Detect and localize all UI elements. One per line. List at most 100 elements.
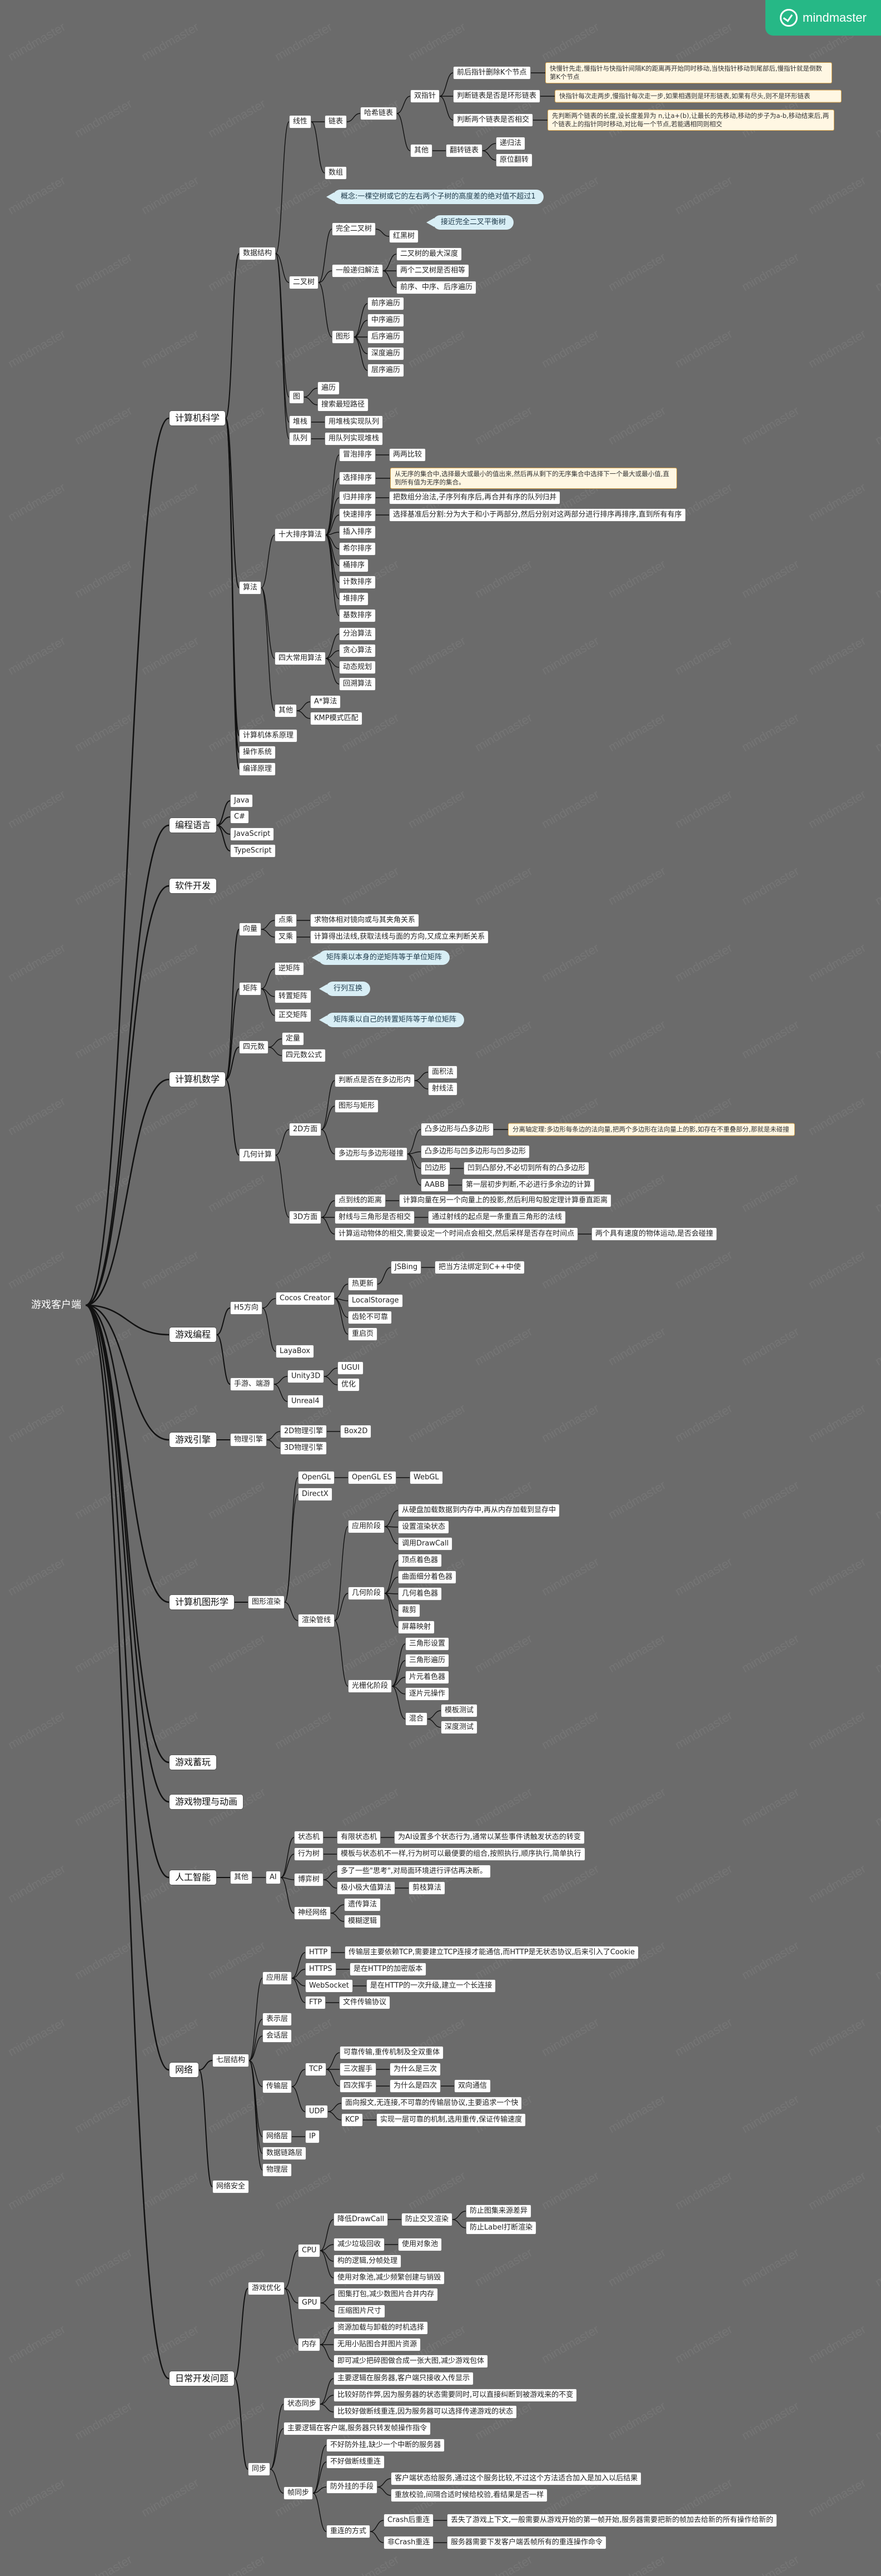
topic-node[interactable]: 网络安全 [212,2180,250,2193]
topic-node[interactable]: 齿轮不可靠 [348,1311,392,1324]
topic-node[interactable]: 两个二叉树是否相等 [396,264,470,278]
topic-node[interactable]: 表示层 [262,2013,292,2026]
topic-node[interactable]: 第一层初步判断,不必进行多余边的计算 [462,1178,595,1192]
topic-node[interactable]: 中序遍历 [367,314,405,327]
topic-node[interactable]: 调用DrawCall [398,1537,453,1550]
topic-node[interactable]: 其他 [275,704,297,717]
topic-node[interactable]: 链表 [325,115,347,128]
topic-node[interactable]: 其他 [230,1871,253,1884]
topic-node[interactable]: 会话层 [262,2029,292,2043]
topic-node[interactable]: 人工智能 [169,1870,217,1885]
topic-node[interactable]: 帧同步 [283,2486,313,2500]
topic-node[interactable]: 三角形遍历 [405,1654,450,1667]
topic-node[interactable]: 2D方面 [289,1123,322,1136]
topic-node[interactable]: 四元数 [239,1041,269,1054]
topic-node[interactable]: 用队列实现堆栈 [325,432,384,445]
topic-node[interactable]: 堆排序 [339,592,369,606]
topic-node[interactable]: 递归法 [496,137,526,150]
topic-node[interactable]: GPU [298,2296,321,2310]
topic-node[interactable]: 数据结构 [239,247,276,260]
topic-node[interactable]: 优化 [337,1378,360,1391]
topic-node[interactable]: 四元数公式 [282,1049,326,1062]
topic-node[interactable]: AI [266,1871,281,1884]
topic-node[interactable]: 是在HTTP的一次升级,建立一个长连接 [366,1979,496,1993]
topic-node[interactable]: 把当方法绑定到C++中使 [435,1261,525,1274]
topic-node[interactable]: 后序遍历 [367,330,405,344]
topic-node[interactable]: 减少垃圾回收 [334,2238,385,2251]
topic-node[interactable]: 不好做断线重连 [326,2455,385,2469]
topic-node[interactable]: 凹边形 [421,1162,451,1175]
topic-node[interactable]: 二叉树的最大深度 [396,247,462,261]
topic-node[interactable]: 比较好做断线重连,因为服务器可以选择传递游戏的状态 [334,2405,517,2419]
topic-node[interactable]: 可靠传输,重传机制及全双重体 [340,2046,444,2059]
topic-node[interactable]: UDP [305,2105,328,2118]
topic-node[interactable]: 图形与矩形 [335,1099,379,1113]
topic-node[interactable]: 两个具有速度的物体运动,是否会碰撞 [591,1227,718,1241]
topic-node[interactable]: JavaScript [230,828,275,841]
topic-node[interactable]: 插入排序 [339,526,376,539]
topic-node[interactable]: 应用层 [262,1971,292,1985]
topic-node[interactable]: AABB [421,1178,449,1192]
topic-node[interactable]: 堆栈 [289,415,312,429]
topic-node[interactable]: 顶点着色器 [398,1554,442,1567]
topic-node[interactable]: 数据链路层 [262,2147,307,2160]
topic-node[interactable]: 状态机 [294,1831,324,1844]
topic-node[interactable]: 操作系统 [239,746,276,759]
brand-badge[interactable]: mindmaster [765,0,881,36]
topic-node[interactable]: 三角形设置 [405,1637,450,1651]
topic-node[interactable]: Crash后重连 [384,2514,434,2527]
root-topic[interactable]: 游戏客户端 [31,1299,81,1311]
topic-node[interactable]: 物理层 [262,2163,292,2177]
topic-node[interactable]: 十大排序算法 [275,528,326,542]
topic-node[interactable]: 裁剪 [398,1604,421,1617]
topic-node[interactable]: 正交矩阵 [275,1009,312,1022]
topic-node[interactable]: 网络 [169,2062,200,2078]
callout-bubble[interactable]: 行列互换 [318,982,371,996]
topic-node[interactable]: 传输层 [262,2080,292,2093]
topic-node[interactable]: 计算机数学 [169,1072,226,1087]
topic-node[interactable]: 双向通信 [454,2079,491,2093]
topic-node[interactable]: 向量 [239,923,262,936]
topic-node[interactable]: 防外挂的手段 [326,2480,378,2494]
topic-node[interactable]: 图形渲染 [248,1596,285,1609]
topic-node[interactable]: 桶排序 [339,559,369,572]
topic-node[interactable]: 剪枝算法 [409,1881,446,1895]
topic-node[interactable]: 点到线的距离 [335,1194,386,1207]
topic-node[interactable]: 丢失了游戏上下文,一般需要从游戏开始的第一帧开始,服务器需要把新的帧加去给新的所… [447,2514,778,2527]
topic-node[interactable]: 数组 [325,166,347,180]
topic-node[interactable]: 物理引擎 [230,1433,267,1446]
topic-note[interactable]: 先判断两个链表的长度,设长度差异为 n,让a+(b),让最长的先移动,移动的步子… [547,110,834,131]
topic-node[interactable]: OpenGL ES [348,1471,396,1484]
topic-node[interactable]: 状态同步 [283,2397,321,2411]
topic-node[interactable]: 选择排序 [339,472,376,485]
topic-node[interactable]: 判断点是否在多边形内 [335,1074,415,1087]
topic-note[interactable]: 快慢针先走,慢指针与快指针间隔K的距离再开始同时移动,当快指针移动到尾部后,慢指… [545,62,832,83]
topic-node[interactable]: WebGL [410,1471,443,1484]
topic-note[interactable]: 快指针每次走两步,慢指针每次走一步,如果相遇则是环形链表,如果有尽头,则不是环形… [555,90,842,103]
topic-node[interactable]: 游戏编程 [169,1327,217,1343]
topic-node[interactable]: 深度遍历 [367,347,405,360]
topic-node[interactable]: 遍历 [317,382,340,395]
topic-node[interactable]: 面向报文,无连接,不可靠的传输层协议,主要追求一个快 [341,2097,522,2110]
topic-node[interactable]: 资源加载与卸载的时机选择 [334,2321,429,2335]
topic-node[interactable]: LocalStorage [348,1294,403,1307]
topic-node[interactable]: 多了一些"思考",对局面环境进行评估再决断。 [337,1865,491,1878]
topic-node[interactable]: 3D方面 [289,1211,322,1224]
topic-node[interactable]: 回溯算法 [339,677,376,691]
topic-node[interactable]: 判断链表是否是环形链表 [453,90,541,103]
topic-node[interactable]: 几何阶段 [348,1587,385,1600]
topic-node[interactable]: 有限状态机 [337,1831,381,1844]
topic-node[interactable]: 层序遍历 [367,364,405,377]
topic-node[interactable]: 传输层主要依赖TCP,需要建立TCP连接才能通信,而HTTP是无状态协议,后来引… [345,1946,639,1959]
topic-node[interactable]: 博弈树 [294,1873,324,1886]
topic-node[interactable]: 选择基准后分割:分为大于和小于两部分,然后分别对这两部分进行排序再排序,直到所有… [389,508,686,522]
topic-node[interactable]: 为什么是三次 [390,2063,441,2076]
topic-node[interactable]: 遗传算法 [344,1898,381,1911]
topic-node[interactable]: 神经网络 [294,1906,331,1920]
topic-node[interactable]: 模板测试 [441,1704,478,1717]
topic-node[interactable]: 四大常用算法 [275,652,326,665]
topic-node[interactable]: 重放校验,间隔合适时候给校验,看结果是否一样 [391,2489,548,2502]
topic-node[interactable]: A*算法 [310,695,341,709]
topic-node[interactable]: 基数排序 [339,609,376,622]
topic-node[interactable]: 无用小贴图合并图片资源 [334,2338,421,2351]
